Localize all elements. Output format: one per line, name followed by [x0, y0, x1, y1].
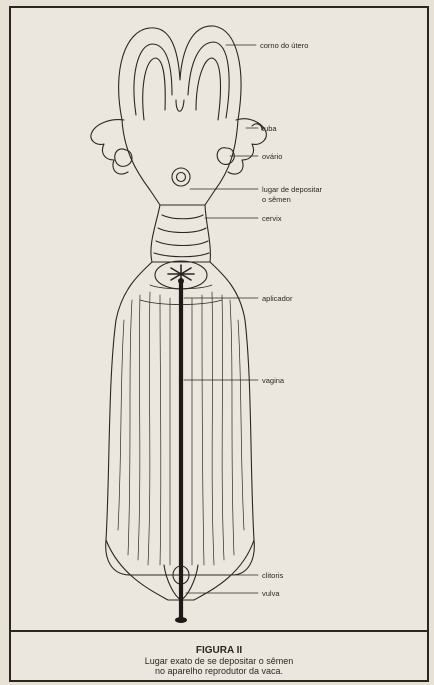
- label-clitoris: clitoris: [262, 571, 283, 580]
- cervix-ring-1: [162, 215, 203, 219]
- ovary-left: [115, 149, 132, 166]
- label-vulva: vulva: [262, 589, 280, 598]
- label-aplicador: aplicador: [262, 294, 292, 303]
- label-lugar-2: o sêmen: [262, 195, 291, 204]
- uterus-outline: [119, 26, 241, 205]
- label-vagina: vagina: [262, 376, 284, 385]
- caption-line-1: Lugar exato de se depositar o sêmen: [9, 656, 429, 666]
- deposit-site-ring: [172, 168, 190, 186]
- tuba-right: [228, 119, 266, 174]
- label-corno: corno do útero: [260, 41, 308, 50]
- label-lugar-1: lugar de depositar: [262, 185, 322, 194]
- figure-caption: FIGURA II Lugar exato de se depositar o …: [9, 646, 429, 676]
- caption-title: FIGURA II: [9, 646, 429, 656]
- cervix-outline: [151, 205, 210, 262]
- cervix-ring-3: [156, 241, 208, 246]
- horn-fold-left: [134, 44, 172, 115]
- horn-fold-right-2: [196, 58, 220, 120]
- horn-fold-right: [188, 42, 229, 118]
- horn-fold-center: [176, 100, 184, 111]
- deposit-site-inner: [177, 173, 186, 182]
- applicator-handle: [175, 617, 187, 623]
- caption-line-2: no aparelho reprodutor da vaca.: [9, 666, 429, 676]
- tuba-right-fringe: [252, 124, 262, 130]
- horn-fold-left-2: [143, 58, 165, 120]
- label-ovario: ovário: [262, 152, 282, 161]
- cervix-ring-4: [154, 253, 209, 257]
- cervix-ring-2: [158, 228, 206, 233]
- label-tuba: tuba: [262, 124, 277, 133]
- leader-lines: [184, 45, 258, 593]
- label-cervix: cervix: [262, 214, 282, 223]
- applicator-tip: [178, 278, 184, 284]
